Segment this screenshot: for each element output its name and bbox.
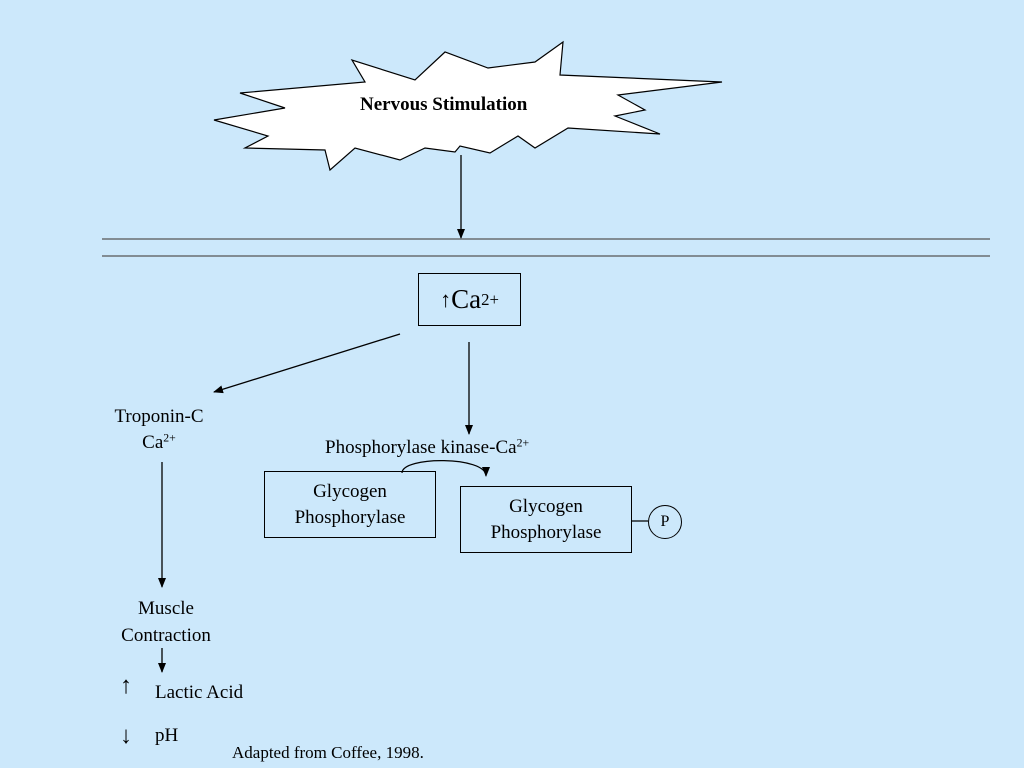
troponin-label: Troponin-C Ca2+ bbox=[104, 404, 214, 456]
glycogen-phosphorylase-box-inactive: Glycogen Phosphorylase bbox=[264, 471, 436, 538]
nervous-stimulation-label: Nervous Stimulation bbox=[360, 94, 528, 115]
troponin-line1: Troponin-C bbox=[114, 406, 204, 427]
arrow-calcium-to-troponin bbox=[213, 333, 401, 394]
glycogen-left-line1: Glycogen bbox=[313, 480, 387, 502]
calcium-up-arrow: ↑ bbox=[440, 286, 452, 312]
kinase-label: Phosphorylase kinase-Ca2+ bbox=[325, 436, 530, 458]
citation: Adapted from Coffee, 1998. bbox=[232, 743, 424, 762]
lactic-up-arrow: ↑ bbox=[120, 673, 132, 699]
glycogen-phosphorylase-box-active: Glycogen Phosphorylase bbox=[460, 486, 632, 553]
lactic-acid-label: Lactic Acid bbox=[155, 682, 244, 703]
muscle-contraction-label: Muscle Contraction bbox=[104, 595, 228, 649]
ph-down-arrow: ↓ bbox=[120, 723, 132, 749]
glycogen-right-line2: Phosphorylase bbox=[490, 521, 602, 543]
troponin-ion: Ca2+ bbox=[142, 431, 176, 453]
glycogen-right-line1: Glycogen bbox=[509, 495, 583, 517]
phosphate-circle: P bbox=[648, 505, 682, 539]
burst-shape bbox=[213, 40, 723, 172]
arrow-phosphorylation-curve bbox=[401, 460, 490, 477]
ph-label: pH bbox=[155, 725, 179, 746]
phosphate-label: P bbox=[660, 513, 670, 530]
glycogen-left-line2: Phosphorylase bbox=[294, 506, 406, 528]
muscle-line1: Muscle bbox=[138, 598, 194, 619]
muscle-line2: Contraction bbox=[121, 625, 211, 646]
calcium-ion-label: Ca bbox=[451, 284, 482, 314]
